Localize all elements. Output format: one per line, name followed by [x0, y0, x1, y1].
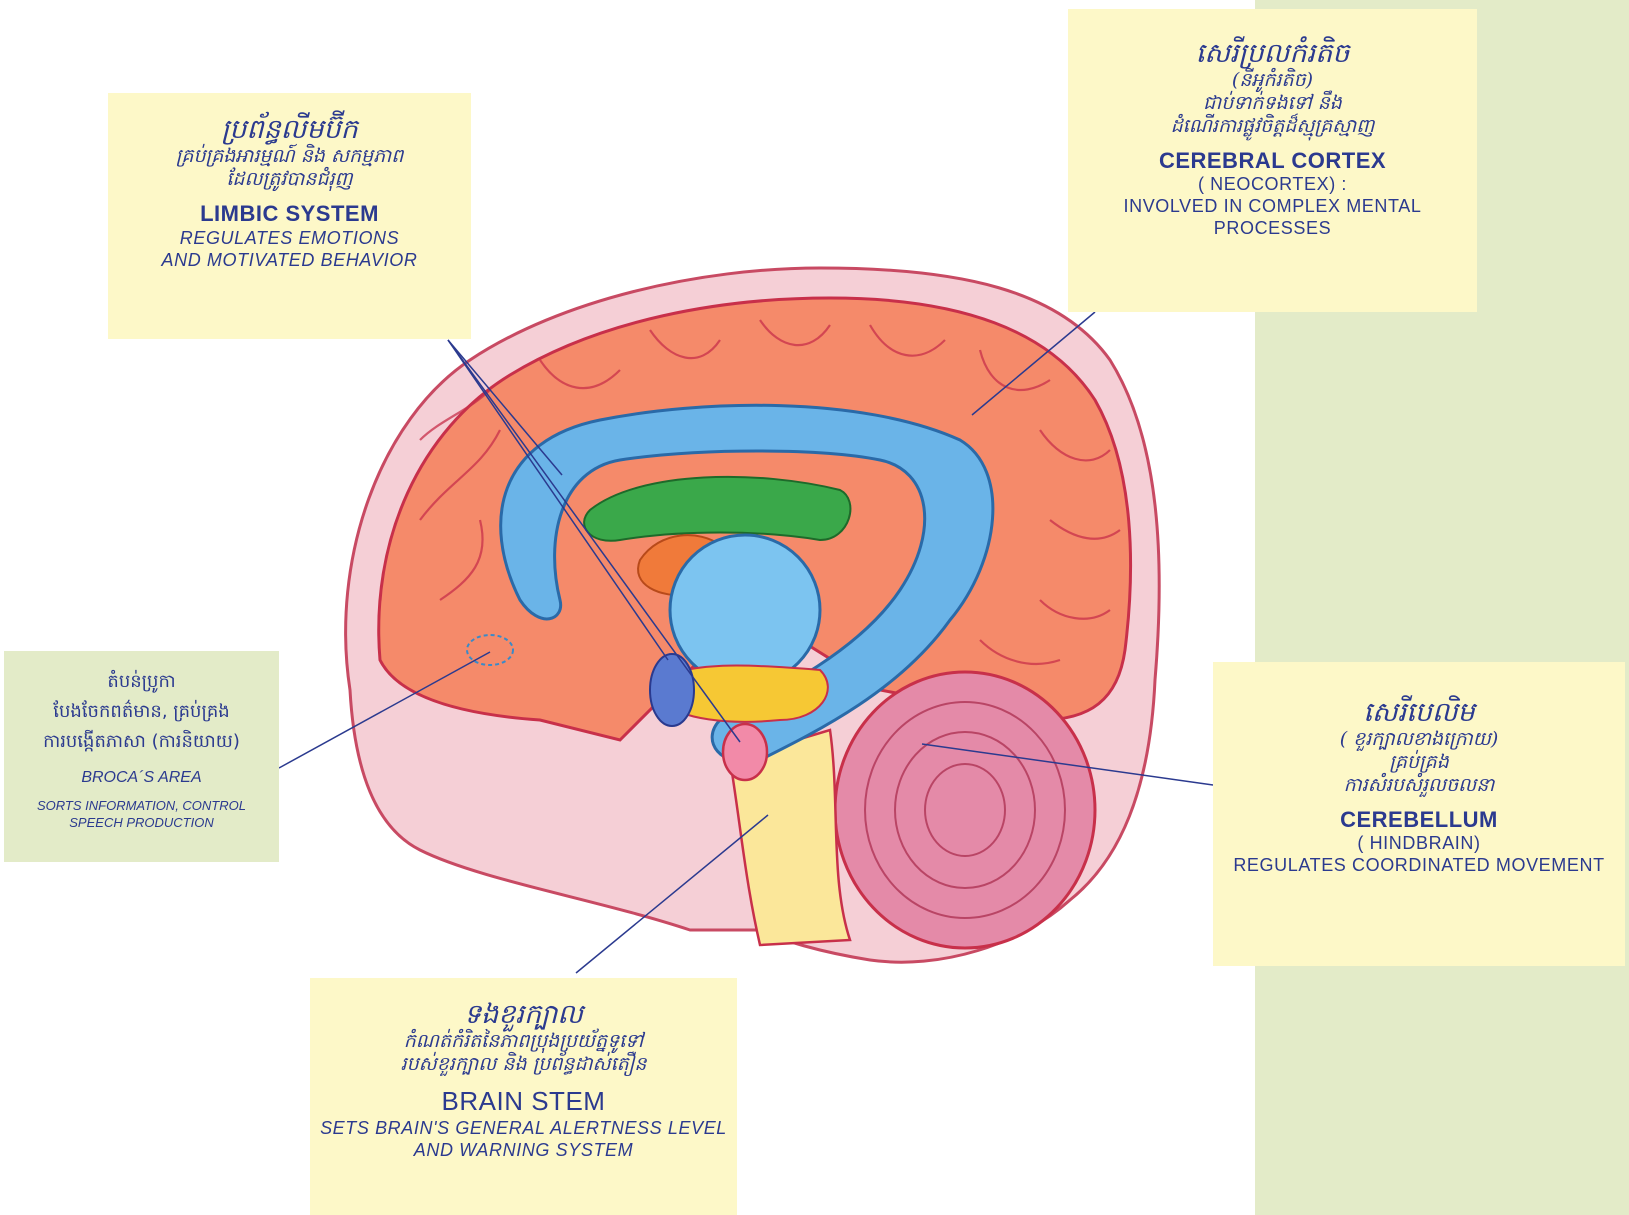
- brainstem-km-desc-1: កំណត់កំរិតនៃភាពប្រុងប្រយ័ត្នទូទៅ: [310, 1030, 737, 1053]
- cortex-en-desc-2: PROCESSES: [1068, 217, 1477, 239]
- cerebral-cortex-label: សេរីប្រលកំរតិច (នីអូកំរតិច) ជាប់ទាក់ទងទៅ…: [1068, 9, 1477, 312]
- cerebellum-label: សេរីបេលិម ( ខួរក្បាលខាងក្រោយ) គ្រប់គ្រង …: [1213, 662, 1625, 966]
- limbic-en-desc-1: REGULATES EMOTIONS: [108, 227, 471, 249]
- cortex-km-title: សេរីប្រលកំរតិច: [1068, 39, 1477, 69]
- cortex-km-desc-1: ជាប់ទាក់ទងទៅ នឹង: [1068, 92, 1477, 115]
- broca-en-title: BROCA´S AREA: [4, 769, 279, 787]
- limbic-km-desc-1: គ្រប់គ្រងអារម្មណ៍ និង សកម្មភាព: [108, 145, 471, 168]
- cerebellum-km-desc-1: គ្រប់គ្រង: [1213, 751, 1625, 774]
- broca-km-title: តំបន់ប្រូកា: [4, 667, 279, 697]
- cortex-en-title: CEREBRAL CORTEX: [1068, 148, 1477, 174]
- broca-en-desc-1: SORTS INFORMATION, CONTROL: [4, 797, 279, 814]
- brainstem-en-desc-2: AND WARNING SYSTEM: [310, 1139, 737, 1161]
- limbic-km-desc-2: ដែលត្រូវបានជំរុញ: [108, 168, 471, 191]
- cerebellum-en-title: CEREBELLUM: [1213, 807, 1625, 833]
- thalamus: [670, 535, 820, 685]
- cerebellum-en-sub: ( HINDBRAIN): [1213, 833, 1625, 854]
- cortex-en-sub: ( NEOCORTEX) :: [1068, 174, 1477, 195]
- broca-km-desc-1: បែងចែកពត៌មាន, គ្រប់គ្រង: [4, 697, 279, 727]
- cerebellum: [835, 672, 1095, 948]
- brainstem-km-title: ទងខួរក្បាល: [310, 1000, 737, 1030]
- limbic-en-title: LIMBIC SYSTEM: [108, 201, 471, 227]
- limbic-km-title: ប្រព័ន្ធលីមប៊ីក: [108, 115, 471, 145]
- cerebellum-km-desc-2: ការសំរបសំរួលចលនា: [1213, 774, 1625, 797]
- brainstem-km-desc-2: របស់ខួរក្បាល និង ប្រព័ន្ធដាស់តឿន: [310, 1053, 737, 1076]
- brain-stem-label: ទងខួរក្បាល កំណត់កំរិតនៃភាពប្រុងប្រយ័ត្នទ…: [310, 978, 737, 1215]
- cerebellum-km-title: សេរីបេលិម: [1213, 698, 1625, 728]
- brainstem-en-desc-1: SETS BRAIN'S GENERAL ALERTNESS LEVEL: [310, 1117, 737, 1139]
- broca-en-desc-2: SPEECH PRODUCTION: [4, 814, 279, 831]
- cortex-en-desc-1: INVOLVED IN COMPLEX MENTAL: [1068, 195, 1477, 217]
- broca-km-desc-2: ការបង្កើតភាសា (ការនិយាយ): [4, 727, 279, 757]
- cerebellum-en-desc: REGULATES COORDINATED MOVEMENT: [1213, 854, 1625, 876]
- broca-area-label: តំបន់ប្រូកា បែងចែកពត៌មាន, គ្រប់គ្រង ការប…: [4, 651, 279, 862]
- cerebellum-km-sub: ( ខួរក្បាលខាងក្រោយ): [1213, 728, 1625, 751]
- cortex-km-desc-2: ដំណើរការផ្លូវចិត្តដ៏ស្មុគ្រស្មាញ: [1068, 115, 1477, 138]
- hippocampus: [723, 724, 767, 780]
- limbic-system-label: ប្រព័ន្ធលីមប៊ីក គ្រប់គ្រងអារម្មណ៍ និង សក…: [108, 93, 471, 339]
- amygdala: [650, 654, 694, 726]
- cortex-km-sub: (នីអូកំរតិច): [1068, 69, 1477, 92]
- brainstem-en-title: BRAIN STEM: [310, 1086, 737, 1117]
- limbic-en-desc-2: AND MOTIVATED BEHAVIOR: [108, 249, 471, 271]
